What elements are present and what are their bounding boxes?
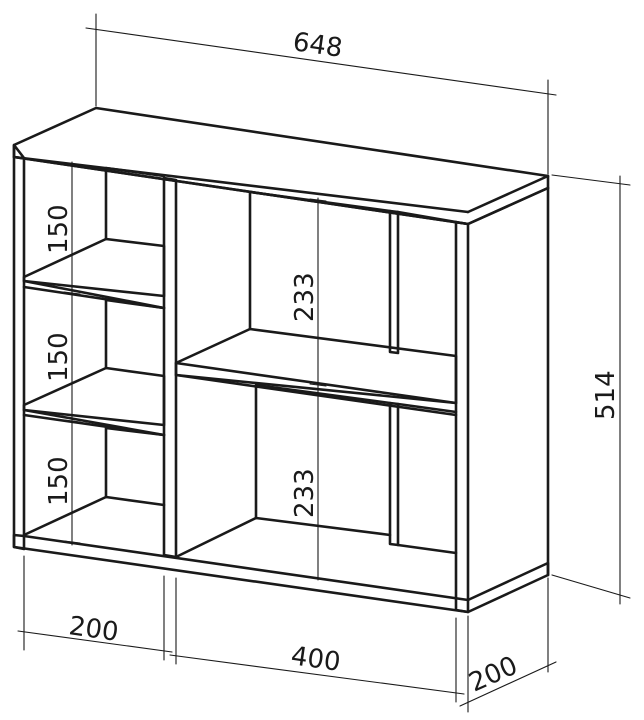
top-panel-front-edge xyxy=(12,155,470,214)
right-side-panel xyxy=(454,220,470,614)
left-floor-top xyxy=(22,495,108,537)
left-back-middle xyxy=(104,298,166,370)
top-panel-front-bottom xyxy=(12,155,470,226)
right-shelf-middle-front xyxy=(174,373,458,417)
left-floor-back xyxy=(104,495,166,507)
right-back-bottom-insert-right xyxy=(396,402,458,414)
center-divider xyxy=(162,176,178,559)
dimension-overall-width: 648 xyxy=(85,13,557,175)
dim-label-left-cell-middle: 150 xyxy=(44,332,74,382)
right-shelf-middle-front-b xyxy=(174,361,458,405)
right-back-bottom-insert xyxy=(388,401,400,547)
dim-label-right-cell-top: 233 xyxy=(290,272,320,322)
top-panel-right-edge xyxy=(466,174,550,214)
right-shelf-middle xyxy=(174,327,458,405)
right-floor-top xyxy=(174,516,258,559)
dim-label-left-width: 200 xyxy=(67,611,120,648)
dimension-right-width: 400 xyxy=(169,577,465,703)
left-back-bottom xyxy=(104,426,166,499)
bottom-panel xyxy=(12,533,550,614)
right-back-bottom-left xyxy=(254,383,392,520)
dim-label-overall-height: 514 xyxy=(591,370,621,420)
right-back-top-insert-right xyxy=(396,210,458,224)
left-side-panel xyxy=(12,143,26,551)
right-side-panel-back xyxy=(466,186,550,226)
dimension-right-cells: 233 233 xyxy=(290,197,327,581)
dim-label-right-width: 400 xyxy=(289,641,342,678)
left-back-top xyxy=(104,166,166,241)
right-floor-back-2 xyxy=(396,543,458,555)
dim-label-overall-width: 648 xyxy=(291,27,344,64)
dimension-overall-height: 514 xyxy=(551,174,631,605)
dimension-left-width: 200 xyxy=(17,555,173,661)
shelf-unit xyxy=(12,106,550,614)
right-back-top-left xyxy=(248,190,392,331)
right-floor-back xyxy=(254,516,392,537)
dim-label-right-cell-bottom: 233 xyxy=(290,468,320,518)
dim-label-left-cell-bottom: 150 xyxy=(44,456,74,506)
dim-label-left-cell-top: 150 xyxy=(44,204,74,254)
dimension-left-cells: 150 150 150 xyxy=(44,161,81,546)
right-back-top-insert xyxy=(388,209,400,355)
